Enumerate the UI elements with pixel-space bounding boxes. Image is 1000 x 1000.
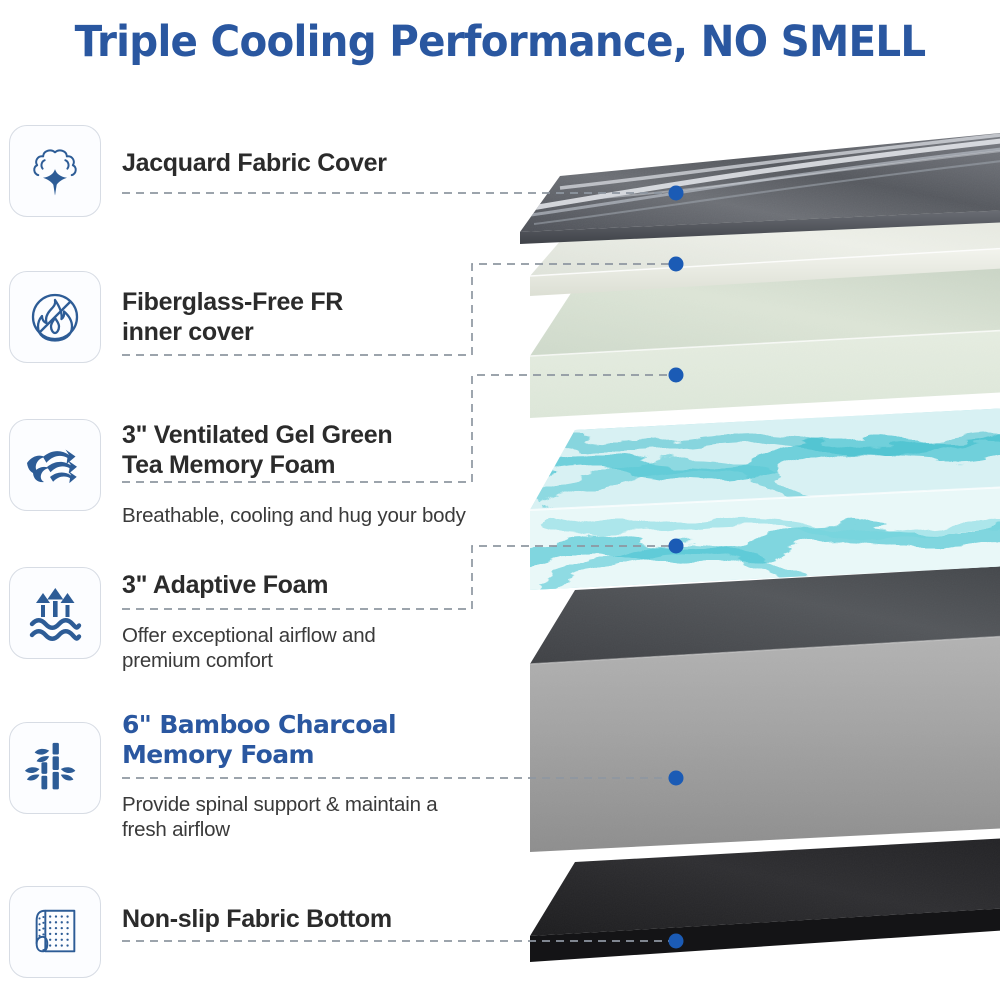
feature-text-bamboo-charcoal-foam: 6" Bamboo Charcoal Memory Foam Provide s… xyxy=(122,710,552,842)
feature-text-gel-foam: 3" Adaptive Foam Offer exceptional airfl… xyxy=(122,570,542,673)
arrows-waves-icon xyxy=(24,585,86,641)
feature-heading: Non-slip Fabric Bottom xyxy=(122,905,392,933)
feature-heading: 3" Ventilated Gel Green Tea Memory Foam xyxy=(122,421,393,479)
mattress-layer-jacquard-cover xyxy=(520,132,1000,244)
bamboo-icon xyxy=(24,737,86,799)
feature-icon-box-green-tea-foam[interactable] xyxy=(9,419,101,511)
mattress-layer-gel-foam xyxy=(529,408,1000,590)
feature-heading: Jacquard Fabric Cover xyxy=(122,149,387,177)
feature-text-fr-inner-cover: Fiberglass-Free FR inner cover xyxy=(122,287,522,347)
feature-text-green-tea-foam: 3" Ventilated Gel Green Tea Memory Foam … xyxy=(122,420,542,528)
page-title: Triple Cooling Performance, NO SMELL xyxy=(74,17,927,67)
feature-text-non-slip-bottom: Non-slip Fabric Bottom xyxy=(122,904,522,934)
feature-heading: Fiberglass-Free FR inner cover xyxy=(122,288,344,346)
no-fire-icon xyxy=(23,285,87,349)
feature-text-jacquard-cover: Jacquard Fabric Cover xyxy=(122,148,522,178)
feature-heading: 6" Bamboo Charcoal Memory Foam xyxy=(122,710,397,769)
cotton-boll-icon xyxy=(25,141,85,201)
feature-icon-box-jacquard-cover[interactable] xyxy=(9,125,101,217)
mattress-layer-non-slip-bottom xyxy=(530,838,1000,962)
feature-icon-box-gel-foam[interactable] xyxy=(9,567,101,659)
non-slip-mat-icon xyxy=(24,903,86,961)
feature-icon-box-fr-inner-cover[interactable] xyxy=(9,271,101,363)
airflow-arrows-icon xyxy=(23,439,87,491)
feature-subtext: Offer exceptional airflow and premium co… xyxy=(122,624,376,672)
feature-heading: 3" Adaptive Foam xyxy=(122,571,329,599)
feature-icon-box-bamboo-charcoal-foam[interactable] xyxy=(9,722,101,814)
feature-subtext: Breathable, cooling and hug your body xyxy=(122,504,466,527)
feature-icon-box-non-slip-bottom[interactable] xyxy=(9,886,101,978)
mattress-layer-bamboo-charcoal-foam xyxy=(529,566,1000,852)
feature-subtext: Provide spinal support & maintain a fres… xyxy=(122,793,438,841)
